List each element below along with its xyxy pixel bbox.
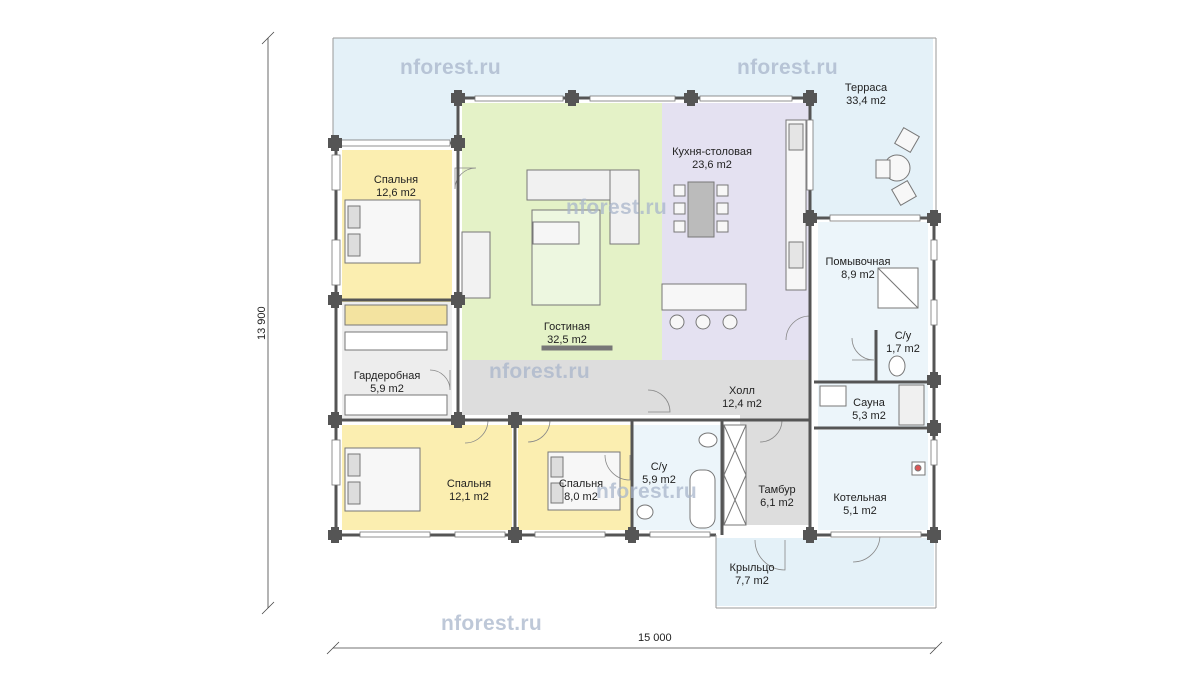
stool-icon xyxy=(669,314,685,330)
room-name: Кухня-столовая xyxy=(672,146,752,158)
room-label-living: Гостиная 32,5 m2 xyxy=(544,321,590,347)
room-name: Спальня xyxy=(558,478,604,490)
hall-area xyxy=(462,360,810,415)
room-label-vestibule: Тамбур 6,1 m2 xyxy=(758,484,795,510)
watermark-text: nforest.ru xyxy=(566,196,668,219)
room-label-bedroom-1: Спальня 12,6 m2 xyxy=(374,174,418,200)
room-name: Гардеробная xyxy=(353,370,421,382)
room-name: Помывочная xyxy=(825,256,891,268)
kitchen-area xyxy=(662,103,810,360)
room-area: 7,7 m2 xyxy=(735,575,769,587)
room-label-hall: Холл 12,4 m2 xyxy=(722,385,762,411)
dining-table-icon xyxy=(687,181,715,238)
closet-icon xyxy=(723,424,747,526)
room-area: 5,1 m2 xyxy=(843,505,877,517)
room-name: Тамбур xyxy=(758,484,796,496)
room-area: 5,9 m2 xyxy=(370,383,404,395)
room-label-bedroom-3: Спальня 8,0 m2 xyxy=(559,478,603,504)
armchair-icon xyxy=(461,231,491,299)
porch-area xyxy=(716,538,934,606)
room-area: 6,1 m2 xyxy=(760,497,794,509)
room-name: Крыльцо xyxy=(729,562,775,574)
room-area: 5,3 m2 xyxy=(852,410,886,422)
terrace-area-left xyxy=(333,38,458,143)
bathtub-icon xyxy=(689,469,716,529)
room-label-wc-1: С/у 1,7 m2 xyxy=(886,330,920,356)
room-label-kitchen: Кухня-столовая 23,6 m2 xyxy=(672,146,752,172)
room-name: Гостиная xyxy=(543,321,591,333)
furniture xyxy=(344,119,926,529)
room-name: Спальня xyxy=(373,174,419,186)
room-area: 32,5 m2 xyxy=(547,334,587,346)
watermark-text: nforest.ru xyxy=(596,480,698,503)
room-area: 12,4 m2 xyxy=(722,398,762,410)
windows xyxy=(331,95,938,538)
room-label-porch: Крыльцо 7,7 m2 xyxy=(730,562,775,588)
tv-icon xyxy=(541,345,613,351)
room-label-terrace: Терраса 33,4 m2 xyxy=(845,82,887,108)
dimension-lines xyxy=(261,31,943,655)
room-name: Спальня xyxy=(446,478,492,490)
room-area: 23,6 m2 xyxy=(692,159,732,171)
width-dimension: 15 000 xyxy=(638,632,672,644)
room-label-bedroom-2: Спальня 12,1 m2 xyxy=(447,478,491,504)
room-label-wc-2: С/у 5,9 m2 xyxy=(642,461,676,487)
table-icon xyxy=(532,221,580,245)
toilet-icon xyxy=(888,355,906,377)
sauna-bench-icon xyxy=(898,384,925,426)
island-icon xyxy=(661,283,747,311)
room-label-boiler: Котельная 5,1 m2 xyxy=(833,492,886,518)
room-area: 1,7 m2 xyxy=(886,343,920,355)
room-name: Сауна xyxy=(853,397,885,409)
room-area: 5,9 m2 xyxy=(642,474,676,486)
hall-area-lower xyxy=(740,415,810,525)
watermark-text: nforest.ru xyxy=(737,56,839,79)
watermark-text: nforest.ru xyxy=(400,56,502,79)
room-label-wardrobe: Гардеробная 5,9 m2 xyxy=(354,370,421,396)
room-name: С/у xyxy=(650,461,668,473)
room-area: 8,0 m2 xyxy=(564,491,598,503)
room-area: 12,1 m2 xyxy=(449,491,489,503)
toilet-icon-2 xyxy=(698,432,718,448)
watermark-text: nforest.ru xyxy=(489,360,591,383)
height-dimension: 13 900 xyxy=(256,306,268,340)
terrace-area-right xyxy=(810,38,933,218)
room-area: 12,6 m2 xyxy=(376,187,416,199)
boiler-area xyxy=(818,430,928,530)
room-label-sauna: Сауна 5,3 m2 xyxy=(852,397,886,423)
room-area: 33,4 m2 xyxy=(846,95,886,107)
room-name: Котельная xyxy=(833,492,887,504)
room-name: Терраса xyxy=(844,82,888,94)
log-corners xyxy=(328,90,941,543)
room-name: С/у xyxy=(894,330,912,342)
room-area: 8,9 m2 xyxy=(841,269,875,281)
watermark-text: nforest.ru xyxy=(441,612,543,635)
wardrobe-shelf-icon xyxy=(344,304,448,326)
room-name: Холл xyxy=(729,385,755,397)
sink-icon xyxy=(636,504,654,520)
room-label-wash: Помывочная 8,9 m2 xyxy=(826,256,891,282)
